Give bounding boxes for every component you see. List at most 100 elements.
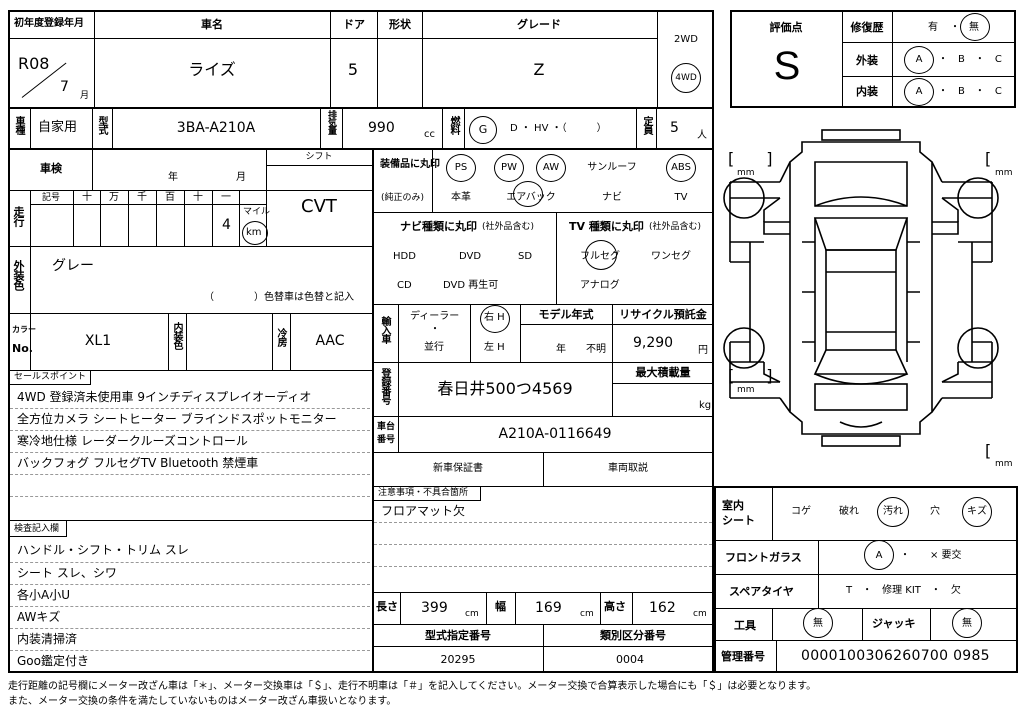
- divider: [8, 246, 372, 247]
- inspector-line-4: AWキズ: [17, 610, 61, 624]
- import-label: 輸入車: [379, 316, 390, 343]
- repair-yes: 有: [928, 22, 938, 33]
- sales-points-label: セールスポイント: [14, 372, 87, 382]
- notes-label: 注意事項・不具合箇所: [378, 488, 469, 498]
- condition-box: [714, 486, 1018, 673]
- divider: [442, 107, 443, 148]
- seat-label-a: 室内: [722, 499, 744, 512]
- ruled-line: [10, 584, 370, 585]
- length-label: 長さ: [376, 600, 398, 613]
- divider: [8, 370, 372, 371]
- divider: [156, 190, 157, 246]
- divider: [842, 42, 1016, 43]
- max-load-label: 最大積載量: [635, 366, 691, 379]
- drive-2wd: 2WD: [674, 34, 698, 45]
- ruled-line: [10, 408, 370, 409]
- divider: [632, 592, 633, 624]
- sales-line-3: 寒冷地仕様 レーダークルーズコントロール: [17, 434, 248, 448]
- cm-unit-3: cm: [693, 609, 707, 619]
- divider: [8, 313, 372, 314]
- repair-dot: ・: [950, 22, 960, 33]
- ruled-line: [10, 430, 370, 431]
- tv-label: TV 種類に丸印: [569, 220, 644, 233]
- digit-3: 百: [165, 192, 175, 203]
- month-unit: 月: [80, 91, 90, 101]
- capacity-label: 定員: [641, 116, 652, 134]
- digit-4: 十: [193, 192, 203, 203]
- divider: [112, 107, 113, 148]
- navi-sd: SD: [518, 251, 533, 262]
- tv-fullseg: フルセグ: [580, 251, 620, 262]
- tire-bracket: [ ]: [985, 441, 1024, 460]
- equip-sunroof: サンルーフ: [587, 162, 637, 173]
- divider: [520, 324, 714, 325]
- divider: [422, 10, 423, 107]
- cc-unit: cc: [424, 129, 435, 140]
- selected-circle: [877, 497, 909, 527]
- selected-circle: [494, 154, 524, 182]
- divider: [184, 190, 185, 246]
- import-dealer: ディーラー: [410, 311, 460, 322]
- color-no-label-a: カラー: [12, 325, 36, 334]
- tire-mm: mm: [737, 168, 755, 178]
- equip-abs: ABS: [671, 162, 691, 173]
- inspector-line-5: 内装清掃済: [17, 632, 78, 646]
- navi-dvd-play: DVD 再生可: [443, 280, 499, 291]
- grade-label: グレード: [517, 18, 561, 31]
- digit-0: 十: [82, 192, 92, 203]
- divider: [930, 608, 931, 640]
- divider: [714, 608, 1018, 609]
- tire-mm: mm: [737, 385, 755, 395]
- divider: [330, 10, 331, 107]
- divider: [892, 10, 893, 108]
- jack-label: ジャッキ: [872, 617, 916, 630]
- divider: [372, 362, 714, 363]
- divider: [612, 383, 714, 384]
- divider: [372, 486, 714, 487]
- sales-line-4: バックフォグ フルセグTV Bluetooth 禁煙車: [17, 456, 259, 470]
- height-label: 高さ: [604, 600, 626, 613]
- class-number-value: 0004: [616, 653, 644, 666]
- mileage-value: 4: [222, 217, 231, 233]
- shaken-label: 車検: [40, 162, 62, 175]
- inspector-label: 検査記入欄: [14, 524, 60, 534]
- divider: [8, 107, 714, 109]
- divider: [290, 313, 291, 370]
- model-year-label: モデル年式: [538, 308, 594, 321]
- divider: [320, 107, 321, 148]
- divider: [636, 107, 637, 148]
- equip-pw: PW: [501, 162, 517, 173]
- selected-circle: [864, 540, 894, 570]
- type-number-label: 型式指定番号: [425, 629, 491, 642]
- navi-label: ナビ種類に丸印: [400, 220, 477, 233]
- divider: [464, 107, 465, 148]
- selected-circle: [666, 154, 696, 182]
- divider: [30, 313, 31, 370]
- seat-scratch: キズ: [967, 506, 987, 517]
- car-damage-diagram: [723, 129, 999, 447]
- ruled-line: [10, 562, 370, 563]
- exterior-grade-a: A: [915, 54, 923, 65]
- first-reg-value: R08: [18, 54, 50, 73]
- spare-label: スペアタイヤ: [729, 585, 794, 598]
- km-unit: km: [246, 227, 262, 238]
- shift-value: CVT: [301, 196, 337, 217]
- tire-mm: mm: [995, 459, 1013, 469]
- color-change-note: （ ）色替車は色替と記入: [204, 292, 354, 303]
- use-label: 車種: [13, 116, 24, 134]
- color-no-label-b: No.: [12, 342, 33, 355]
- ruled-line: [10, 606, 370, 607]
- divider: [30, 190, 31, 246]
- ruled-line: [374, 544, 712, 545]
- import-parallel: 並行: [424, 342, 444, 353]
- tire-bracket: [ ]: [728, 149, 773, 168]
- registration-value: 春日井500つ4569: [437, 379, 573, 398]
- seat-tear: 破れ: [839, 506, 859, 517]
- capacity-value: 5: [670, 120, 679, 136]
- fuel-label: 燃料: [448, 116, 459, 134]
- jack-value: 無: [962, 618, 972, 629]
- equipment-label: 装備品に丸印: [380, 159, 440, 170]
- recycle-unit: 円: [698, 345, 708, 356]
- navi-cd: CD: [397, 280, 412, 291]
- recycle-label: リサイクル預託金: [619, 308, 707, 321]
